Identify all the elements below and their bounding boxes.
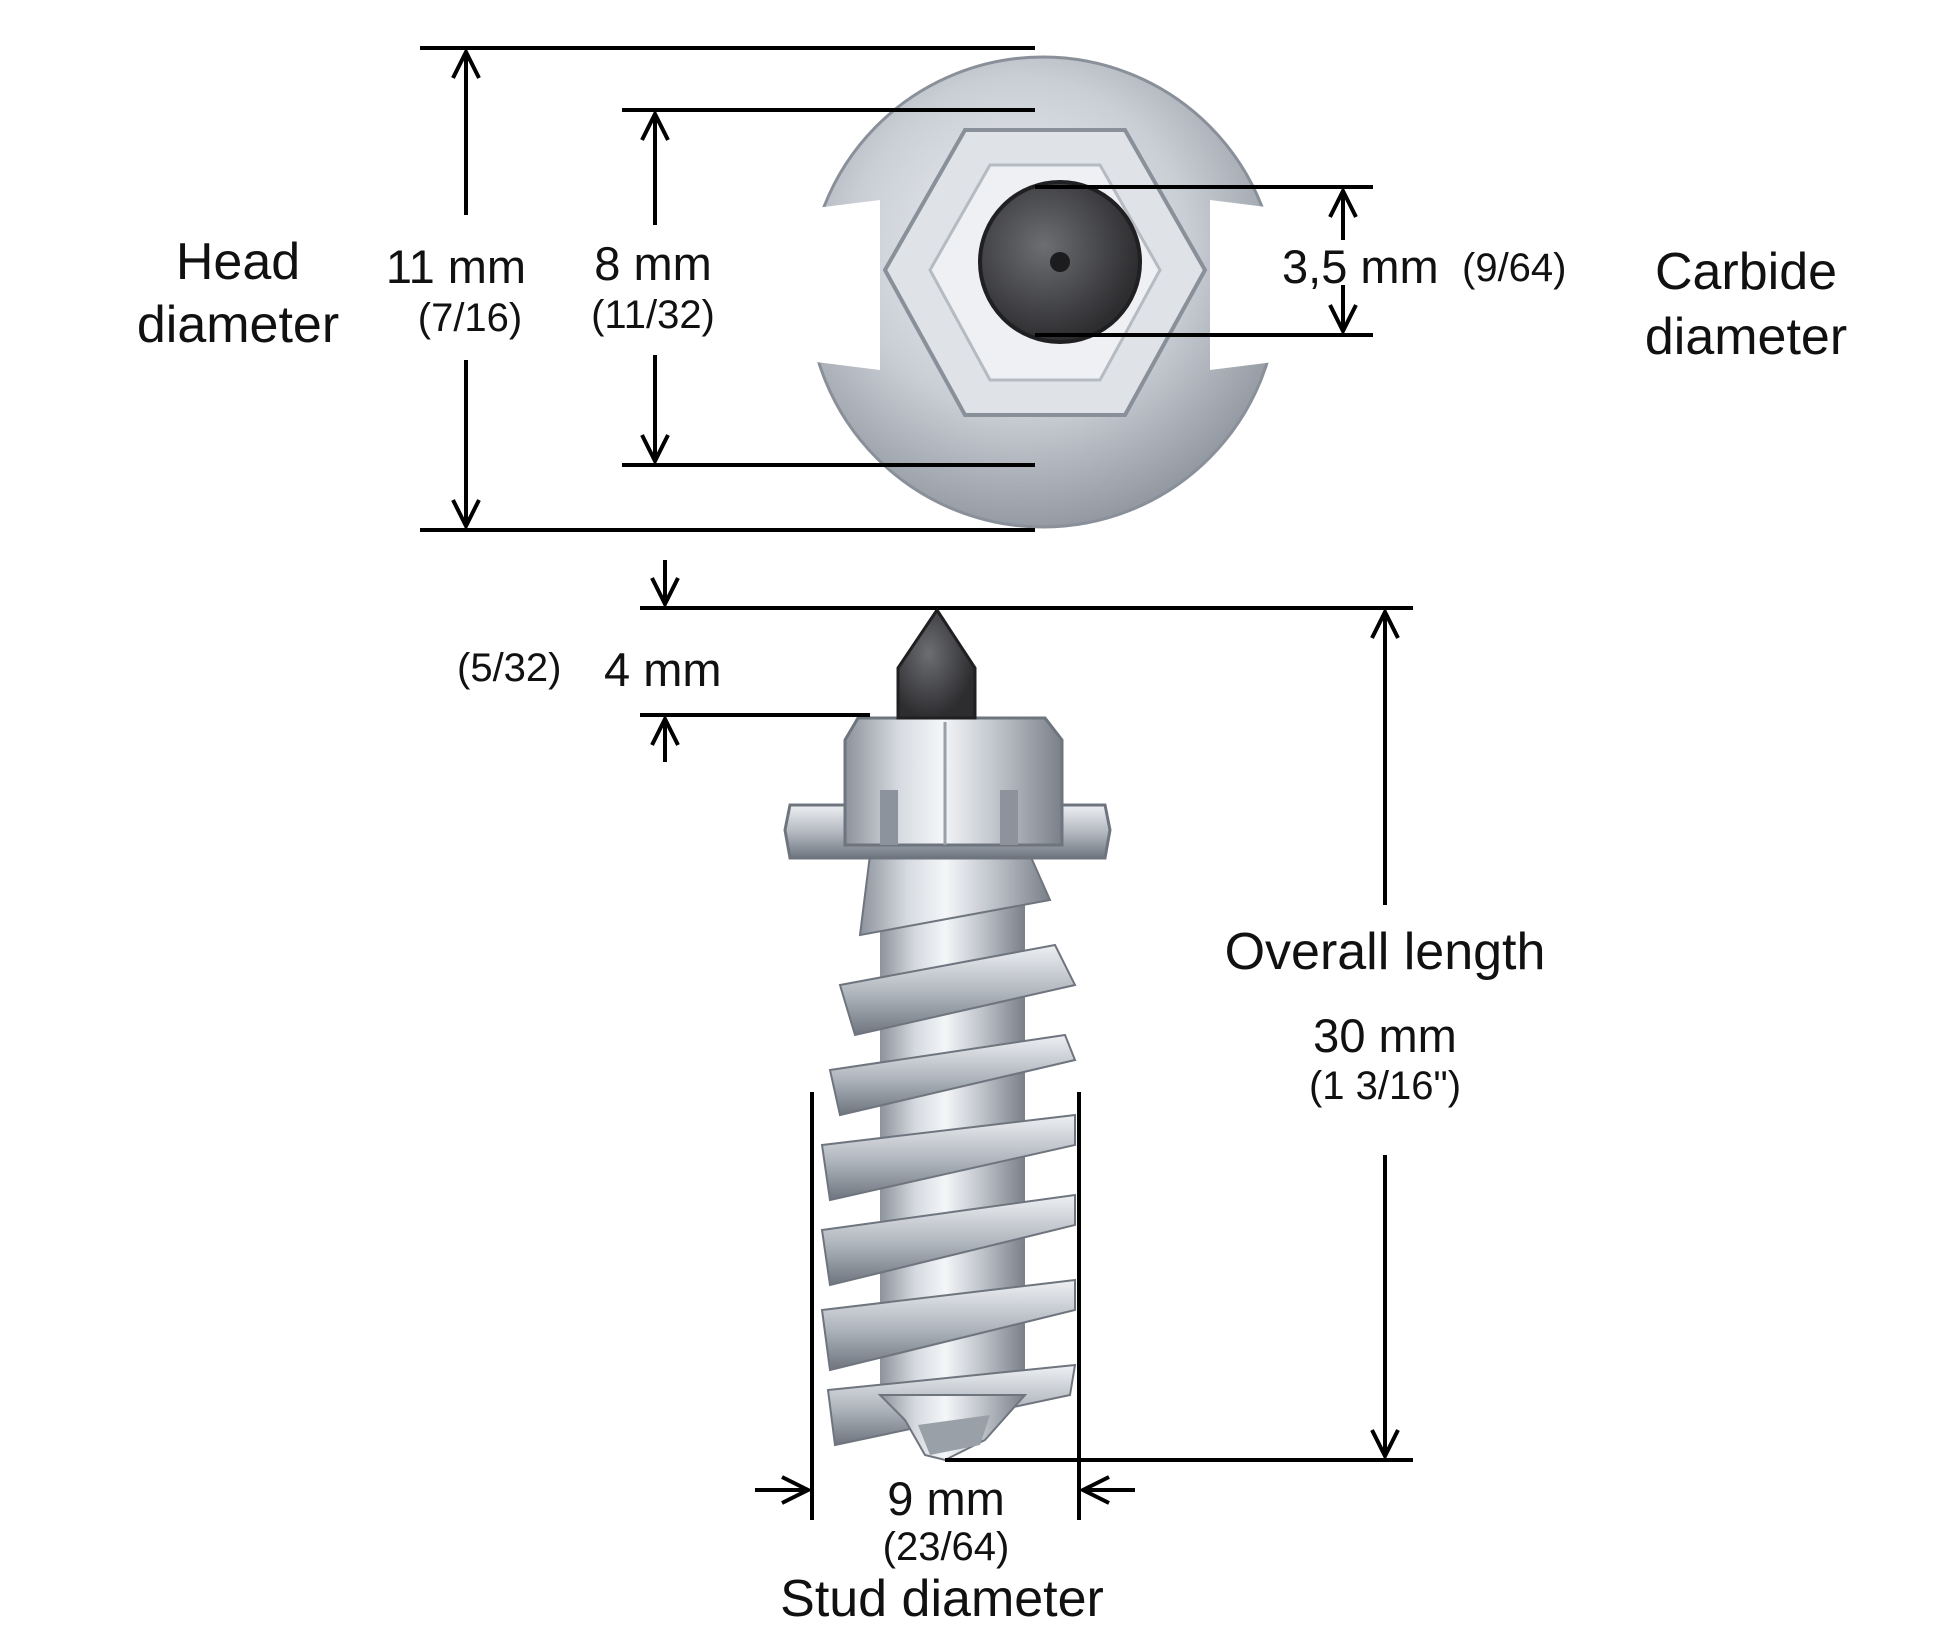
stud-diameter-mm: 9 mm [887, 1472, 1005, 1525]
stud-head-top-view [800, 55, 1290, 529]
stud-diameter-in: (23/64) [882, 1525, 1010, 1569]
carbide-protrusion-in: (5/32) [457, 646, 562, 690]
stud-hex-collar [843, 716, 1064, 847]
stud-side-view [783, 607, 1112, 1462]
head-diameter-in: (7/16) [417, 296, 523, 340]
carbide-diameter-caption-line1: Carbide [1654, 243, 1838, 301]
carbide-diameter-caption-line2: diameter [1644, 308, 1848, 366]
overall-length-mm: 30 mm [1313, 1009, 1457, 1062]
left-notch [800, 200, 880, 370]
inner-head-mm: 8 mm [594, 237, 712, 290]
carbide-diameter-in: (9/64) [1462, 246, 1567, 290]
head-diameter-caption-line1: Head [175, 233, 301, 291]
carbide-diameter-mm: 3,5 mm [1282, 240, 1439, 293]
thread-flights [820, 943, 1077, 1447]
stud-diameter-caption: Stud diameter [780, 1570, 1104, 1628]
inner-head-in: (11/32) [591, 293, 715, 337]
right-notch [1210, 200, 1290, 370]
carbide-protrusion-mm: 4 mm [604, 643, 722, 696]
head-diameter-mm: 11 mm [385, 240, 527, 293]
overall-length-caption: Overall length [1224, 923, 1546, 981]
overall-length-in: (1 3/16") [1308, 1064, 1462, 1108]
head-diameter-caption-line2: diameter [136, 296, 340, 354]
dimension-lines [420, 46, 1413, 1520]
carbide-pin-side [896, 607, 977, 720]
